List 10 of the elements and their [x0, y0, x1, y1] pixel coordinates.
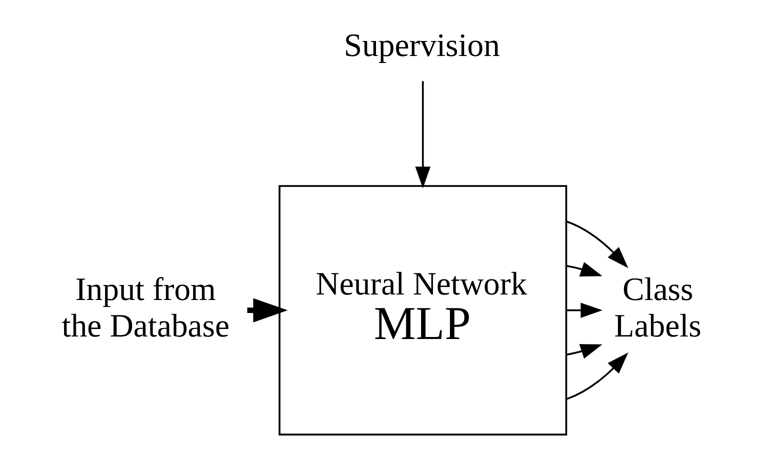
- arrow: [566, 352, 628, 400]
- node-text: Input from the Database: [61, 272, 230, 344]
- arrow: [566, 302, 602, 318]
- node-text: Class Labels: [614, 272, 701, 344]
- arrow: [566, 262, 602, 276]
- node-text: Supervision: [343, 28, 500, 64]
- node-box: Neural Network MLP: [278, 185, 567, 436]
- arrow: [566, 344, 602, 359]
- arrow: [566, 220, 628, 268]
- arrow: [414, 81, 430, 188]
